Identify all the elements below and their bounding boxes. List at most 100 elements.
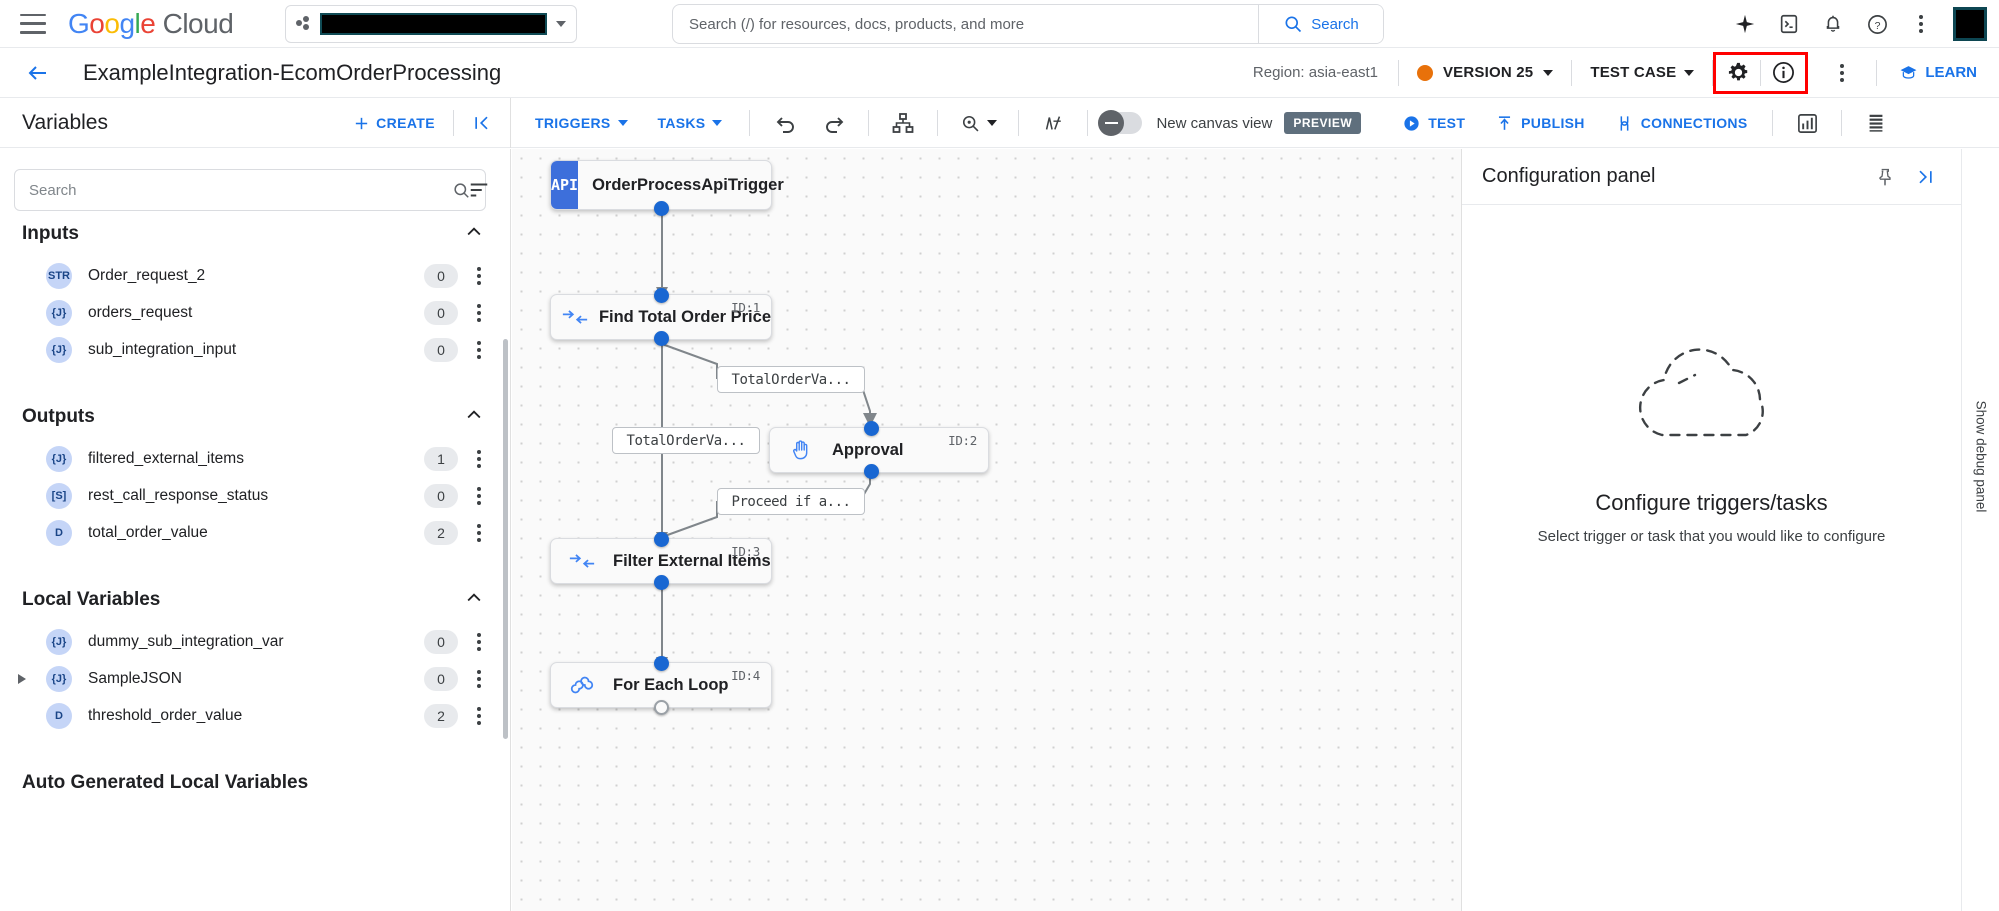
variable-more-icon[interactable] xyxy=(466,632,492,651)
pin-icon[interactable] xyxy=(1865,157,1905,197)
node-input-port[interactable] xyxy=(864,421,879,436)
gemini-sparkle-icon[interactable] xyxy=(1725,4,1765,44)
cloud-shell-icon[interactable] xyxy=(1769,4,1809,44)
variable-name: dummy_sub_integration_var xyxy=(88,632,284,650)
sidebar-scrollbar[interactable] xyxy=(503,339,508,739)
canvas-node-trigger[interactable]: API OrderProcessApiTrigger xyxy=(550,160,784,216)
project-selector[interactable] xyxy=(285,4,578,43)
variable-group-header[interactable]: Auto Generated Local Variables xyxy=(0,760,510,806)
test-button[interactable]: TEST xyxy=(1387,114,1480,133)
variable-group-label: Outputs xyxy=(22,406,95,427)
integration-canvas[interactable]: API OrderProcessApiTrigger Find Total Or… xyxy=(512,149,1461,911)
learn-label: LEARN xyxy=(1925,64,1977,81)
chevron-up-icon[interactable] xyxy=(464,222,484,247)
topbar-more-vert-icon[interactable] xyxy=(1901,4,1941,44)
variable-group-header[interactable]: Inputs xyxy=(0,211,510,257)
variable-name: Order_request_2 xyxy=(88,266,206,284)
gear-icon[interactable] xyxy=(1716,53,1760,93)
publish-button[interactable]: PUBLISH xyxy=(1480,114,1600,133)
node-input-port[interactable] xyxy=(654,288,669,303)
debug-panel-rail[interactable]: Show debug panel xyxy=(1961,149,1999,911)
zoom-icon[interactable] xyxy=(948,103,1008,143)
variables-search-input[interactable] xyxy=(29,181,452,199)
avatar[interactable] xyxy=(1953,7,1987,41)
node-output-port[interactable] xyxy=(654,331,669,346)
learn-button[interactable]: LEARN xyxy=(1877,63,1999,82)
analytics-icon[interactable] xyxy=(1783,103,1831,143)
variable-more-icon[interactable] xyxy=(466,706,492,725)
notifications-bell-icon[interactable] xyxy=(1813,4,1853,44)
variable-more-icon[interactable] xyxy=(466,303,492,322)
annotation-pen-icon[interactable] xyxy=(1029,103,1077,143)
redo-icon[interactable] xyxy=(810,103,858,143)
sort-icon[interactable] xyxy=(462,171,496,209)
variables-search[interactable] xyxy=(14,169,486,211)
node-input-port[interactable] xyxy=(654,532,669,547)
region-label: Region: asia-east1 xyxy=(1252,64,1378,81)
variable-more-icon[interactable] xyxy=(466,266,492,285)
new-canvas-view-toggle[interactable] xyxy=(1098,110,1143,136)
configuration-panel-title: Configuration panel xyxy=(1482,165,1656,187)
variable-type-badge: STR xyxy=(46,262,72,289)
search-input[interactable] xyxy=(673,5,1258,43)
canvas-node-task-4[interactable]: For Each Loop ID:4 xyxy=(550,656,772,715)
canvas-node-task-2[interactable]: Approval ID:2 xyxy=(769,421,989,479)
variable-more-icon[interactable] xyxy=(466,340,492,359)
node-output-port[interactable] xyxy=(864,464,879,479)
node-id: ID:2 xyxy=(948,433,977,448)
create-variable-button[interactable]: CREATE xyxy=(353,115,435,132)
edge-label-2: TotalOrderVa... xyxy=(612,427,760,454)
auto-layout-icon[interactable] xyxy=(879,103,927,143)
expand-panel-icon[interactable] xyxy=(1905,157,1945,197)
search-button[interactable]: Search xyxy=(1258,5,1383,43)
api-trigger-icon: API xyxy=(551,161,579,209)
test-case-selector[interactable]: TEST CASE xyxy=(1572,64,1712,81)
connections-button[interactable]: CONNECTIONS xyxy=(1600,114,1763,133)
divider xyxy=(1760,59,1762,86)
preview-badge: PREVIEW xyxy=(1284,112,1362,134)
variable-more-icon[interactable] xyxy=(466,486,492,505)
chevron-up-icon[interactable] xyxy=(464,588,484,613)
node-input-port[interactable] xyxy=(654,656,669,671)
variable-more-icon[interactable] xyxy=(466,523,492,542)
node-output-port[interactable] xyxy=(654,575,669,590)
global-search[interactable]: Search xyxy=(672,4,1384,44)
node-output-port[interactable] xyxy=(654,201,669,216)
canvas-node-task-1[interactable]: Find Total Order Price ID:1 xyxy=(550,288,772,346)
divider xyxy=(1087,110,1089,136)
hamburger-menu-icon[interactable] xyxy=(20,13,46,34)
header-more-vert-icon[interactable] xyxy=(1822,53,1862,93)
chevron-up-icon[interactable] xyxy=(464,405,484,430)
google-cloud-logo[interactable]: Google Cloud xyxy=(68,7,234,39)
help-icon[interactable]: ? xyxy=(1857,4,1897,44)
search-icon xyxy=(454,182,469,198)
variable-more-icon[interactable] xyxy=(466,449,492,468)
variable-usage-count: 0 xyxy=(424,483,458,508)
logs-icon[interactable] xyxy=(1852,103,1900,143)
divider xyxy=(1876,59,1878,86)
undo-icon[interactable] xyxy=(762,103,810,143)
expand-arrow-icon[interactable] xyxy=(18,673,26,684)
node-output-port[interactable] xyxy=(654,700,669,715)
version-selector[interactable]: VERSION 25 xyxy=(1399,64,1571,81)
collapse-panel-icon[interactable] xyxy=(454,113,510,133)
variable-group-header[interactable]: Local Variables xyxy=(0,577,510,623)
info-icon[interactable] xyxy=(1761,53,1805,93)
variable-group-header[interactable]: Outputs xyxy=(0,394,510,440)
chevron-down-icon xyxy=(617,120,628,126)
triggers-menu[interactable]: TRIGGERS xyxy=(520,115,643,131)
canvas-node-task-3[interactable]: Filter External Items ID:3 xyxy=(550,532,772,590)
variable-more-icon[interactable] xyxy=(466,669,492,688)
back-button[interactable] xyxy=(18,53,58,93)
tasks-menu[interactable]: TASKS xyxy=(643,115,738,131)
configuration-panel-empty-state: Configure triggers/tasks Select trigger … xyxy=(1462,205,1961,911)
